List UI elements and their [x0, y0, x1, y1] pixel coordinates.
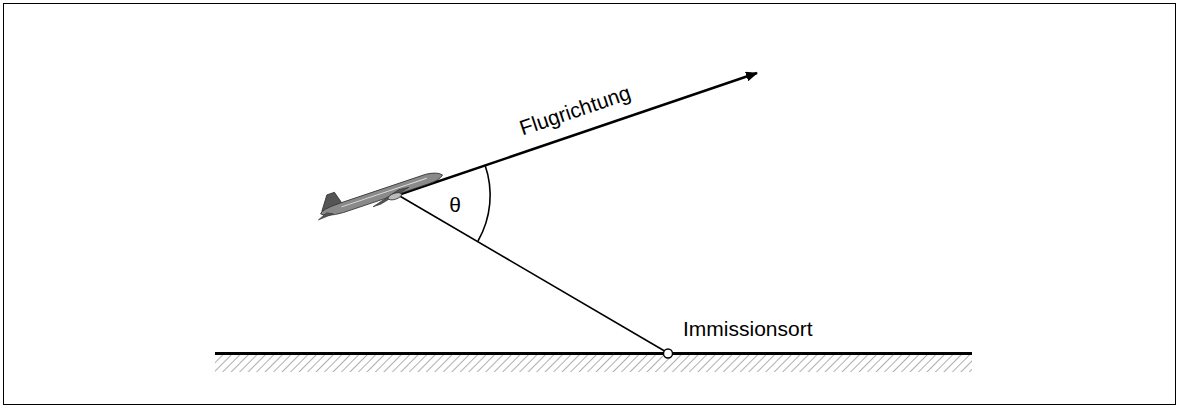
- sight-line: [398, 195, 668, 353]
- direction-label: Flugrichtung: [517, 81, 634, 140]
- ground-hatch: [215, 355, 972, 372]
- angle-arc: [478, 165, 490, 241]
- location-label: Immissionsort: [683, 317, 813, 340]
- flight-direction-arrow: [398, 73, 757, 195]
- ground-line: [215, 352, 972, 355]
- airplane: [312, 158, 445, 225]
- frame: [4, 4, 1176, 405]
- angle-label: θ: [449, 193, 461, 216]
- receiver-point: [664, 349, 673, 358]
